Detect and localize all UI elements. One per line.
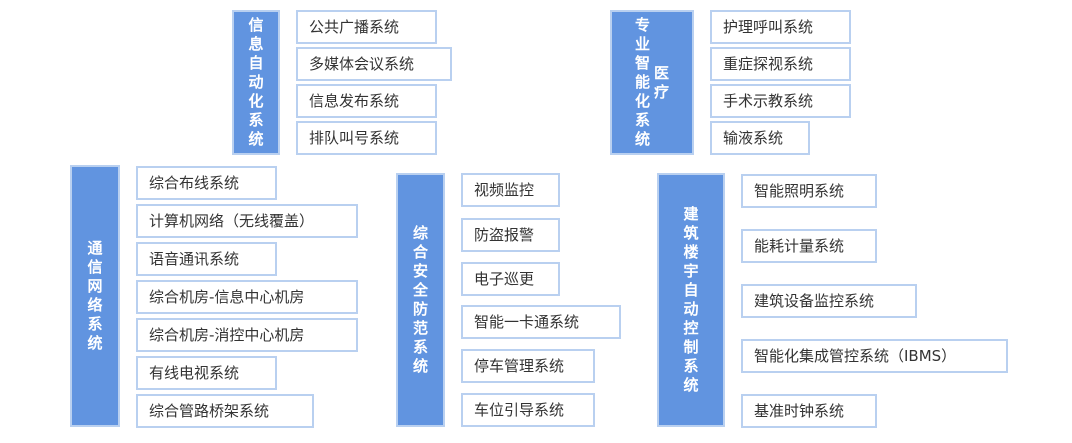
category-char: 系 [683,357,699,375]
item-medical-2: 手术示教系统 [710,84,851,118]
category-char: 系 [87,315,103,333]
category-char: 信 [248,16,264,34]
category-char: 息 [248,35,264,53]
category-char: 动 [248,73,264,91]
item-security-5: 车位引导系统 [461,393,595,427]
item-security-3: 智能一卡通系统 [461,305,621,339]
category-char: 络 [87,296,103,314]
category-char: 系 [248,111,264,129]
item-info-0: 公共广播系统 [296,10,437,44]
category-char: 筑 [683,224,699,242]
category-network-label: 通信网络系统 [87,239,102,353]
category-char: 自 [248,54,264,72]
category-char: 业 [634,35,650,53]
item-building-1: 能耗计量系统 [741,229,877,263]
category-char: 统 [683,376,699,394]
category-medical-label-col2: 医疗 [654,64,669,102]
category-char: 宇 [683,262,699,280]
item-medical-1: 重症探视系统 [710,47,851,81]
category-char: 统 [87,334,103,352]
category-char: 系 [634,111,650,129]
category-medical: 专业智能化系统 医疗 [610,10,694,155]
category-security: 综合安全防范系统 [396,173,445,427]
category-char: 医 [654,63,670,82]
item-info-3: 排队叫号系统 [296,121,437,155]
item-security-1: 防盗报警 [461,218,560,252]
category-info-label: 信息自动化系统 [248,16,263,149]
category-building: 建筑楼宇自动控制系统 [657,173,725,427]
item-network-5: 有线电视系统 [136,356,277,390]
item-network-4: 综合机房-消控中心机房 [136,318,358,352]
category-char: 化 [634,92,650,110]
category-security-label: 综合安全防范系统 [413,224,428,376]
category-char: 能 [634,73,650,91]
category-building-label: 建筑楼宇自动控制系统 [683,205,698,395]
item-network-1: 计算机网络（无线覆盖） [136,204,358,238]
category-char: 统 [248,130,264,148]
item-building-0: 智能照明系统 [741,174,877,208]
item-building-4: 基准时钟系统 [741,394,877,428]
category-char: 系 [412,338,428,356]
category-char: 建 [683,205,699,223]
category-char: 统 [412,357,428,375]
item-network-6: 综合管路桥架系统 [136,394,314,428]
category-char: 化 [248,92,264,110]
category-char: 通 [87,239,103,257]
category-char: 防 [412,300,428,318]
category-char: 自 [683,281,699,299]
item-info-2: 信息发布系统 [296,84,437,118]
category-char: 信 [87,258,103,276]
category-char: 合 [412,243,428,261]
category-info: 信息自动化系统 [232,10,280,155]
item-building-2: 建筑设备监控系统 [741,284,917,318]
item-medical-0: 护理呼叫系统 [710,10,851,44]
category-char: 安 [412,262,428,280]
category-char: 统 [634,130,650,148]
category-char: 范 [412,319,428,337]
category-char: 网 [87,277,103,295]
category-network: 通信网络系统 [70,165,120,427]
category-char: 综 [412,224,428,242]
category-char: 智 [634,54,650,72]
category-char: 全 [412,281,428,299]
category-char: 制 [683,338,699,356]
category-medical-label-col1: 专业智能化系统 [635,16,650,149]
category-char: 控 [683,319,699,337]
item-network-0: 综合布线系统 [136,166,277,200]
item-security-2: 电子巡更 [461,262,560,296]
category-char: 专 [634,16,650,34]
item-network-3: 综合机房-信息中心机房 [136,280,358,314]
category-char: 动 [683,300,699,318]
item-security-0: 视频监控 [461,173,560,207]
category-char: 疗 [654,82,670,101]
item-building-3: 智能化集成管控系统（IBMS） [741,339,1008,373]
item-security-4: 停车管理系统 [461,349,595,383]
item-medical-3: 输液系统 [710,121,810,155]
item-info-1: 多媒体会议系统 [296,47,452,81]
item-network-2: 语音通讯系统 [136,242,277,276]
category-char: 楼 [683,243,699,261]
